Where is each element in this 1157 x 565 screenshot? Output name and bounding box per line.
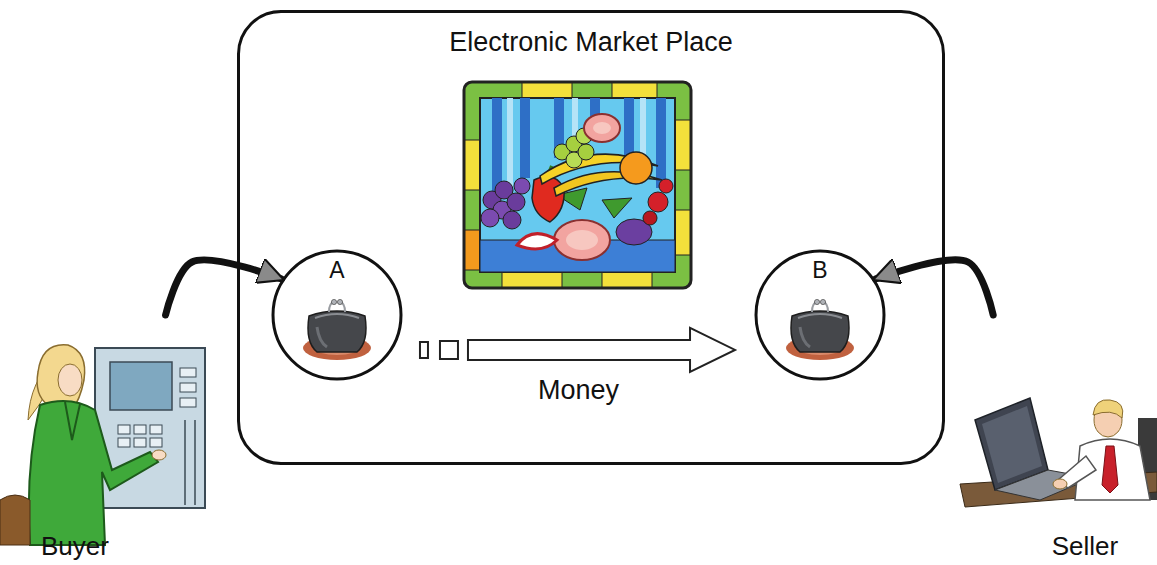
- fruit-illustration: [507, 193, 525, 211]
- buyer-illustration: [180, 398, 196, 407]
- fruit-illustration: [602, 198, 632, 218]
- buyer-actor: Buyer: [0, 315, 215, 565]
- curved-arrow-line: [166, 260, 282, 315]
- buyer-illustration: [110, 362, 172, 410]
- buyer-illustration: [194, 420, 196, 505]
- buyer-illustration: [0, 495, 30, 545]
- buyer-illustration: [134, 438, 146, 447]
- fruit-illustration: [503, 211, 521, 229]
- buyer-illustration: [184, 420, 186, 505]
- money-arrow: [420, 328, 735, 372]
- fruit-illustration: [554, 220, 610, 260]
- buyer-illustration: [152, 450, 166, 460]
- fruit-illustration: [675, 120, 690, 170]
- marketplace-box: Electronic Market PlaceA B: [237, 10, 945, 465]
- curved-arrow: [166, 260, 282, 315]
- buyer-illustration: [134, 425, 146, 434]
- seller-illustration: [1093, 400, 1123, 418]
- fruit-illustration: [584, 114, 620, 142]
- fruit-illustration: [656, 98, 666, 188]
- fruit-illustration: [492, 98, 502, 193]
- wallet-circle: B: [754, 249, 886, 381]
- fruit-illustration: [464, 82, 691, 288]
- fruit-illustration: [465, 230, 480, 270]
- buyer-illustration: [65, 402, 80, 440]
- fruit-illustration: [514, 178, 530, 194]
- buyer-illustration: [0, 345, 205, 545]
- block-arrow: [468, 328, 735, 372]
- fruit-illustration: [624, 98, 634, 158]
- fruit-illustration: [465, 140, 480, 190]
- node-label: A: [271, 257, 403, 283]
- seller-actor: Seller: [975, 315, 1157, 565]
- buyer-illustration: [118, 438, 130, 447]
- purse-icon: [303, 299, 371, 360]
- wallet-circle: A: [271, 249, 403, 381]
- buyer-illustration: [29, 401, 158, 545]
- edge-label: Money: [459, 375, 699, 406]
- fruit-illustration: [522, 83, 572, 98]
- curved-arrow-line: [875, 260, 993, 315]
- buyer-illustration: [118, 425, 130, 434]
- fruit-illustration: [520, 98, 530, 178]
- seller-illustration: [1102, 446, 1118, 493]
- buyer-illustration: [150, 438, 162, 447]
- fruit-illustration: [593, 122, 611, 134]
- buyer-illustration: [180, 383, 196, 392]
- curved-arrow: [875, 260, 993, 315]
- fruit-illustration: [502, 272, 562, 287]
- arrow-tail-mark: [420, 342, 428, 358]
- node-label: B: [754, 257, 886, 283]
- fruit-illustration: [481, 209, 499, 227]
- node-label: Electronic Market Place: [240, 27, 942, 58]
- fruit-illustration: [566, 230, 598, 250]
- arrow-tail-mark: [440, 341, 458, 359]
- fruit-illustration: [612, 83, 657, 98]
- buyer-illustration: [180, 368, 196, 377]
- fruit-illustration: [517, 234, 557, 249]
- fruit-illustration: [659, 179, 673, 193]
- buyer-illustration: [150, 425, 162, 434]
- fruit-illustration: [675, 210, 690, 255]
- fruit-illustration: [648, 192, 668, 212]
- fruit-illustration: [620, 152, 652, 184]
- purse-icon: [786, 299, 854, 360]
- fruit-illustration: [464, 82, 691, 288]
- fruit-illustration: [643, 211, 657, 225]
- fruit-illustration: [507, 98, 513, 188]
- buyer-illustration: [58, 364, 82, 396]
- fruit-illustration: [480, 98, 675, 272]
- node-label: Seller: [1015, 531, 1155, 561]
- node-label: Buyer: [0, 531, 150, 561]
- seller-illustration: [1053, 479, 1067, 489]
- fruit-illustration: [578, 144, 594, 160]
- seller-illustration: [960, 398, 1157, 507]
- fruit-illustration: [602, 272, 652, 287]
- seller-illustration: [982, 406, 1042, 483]
- fruit-illustration: [532, 176, 564, 222]
